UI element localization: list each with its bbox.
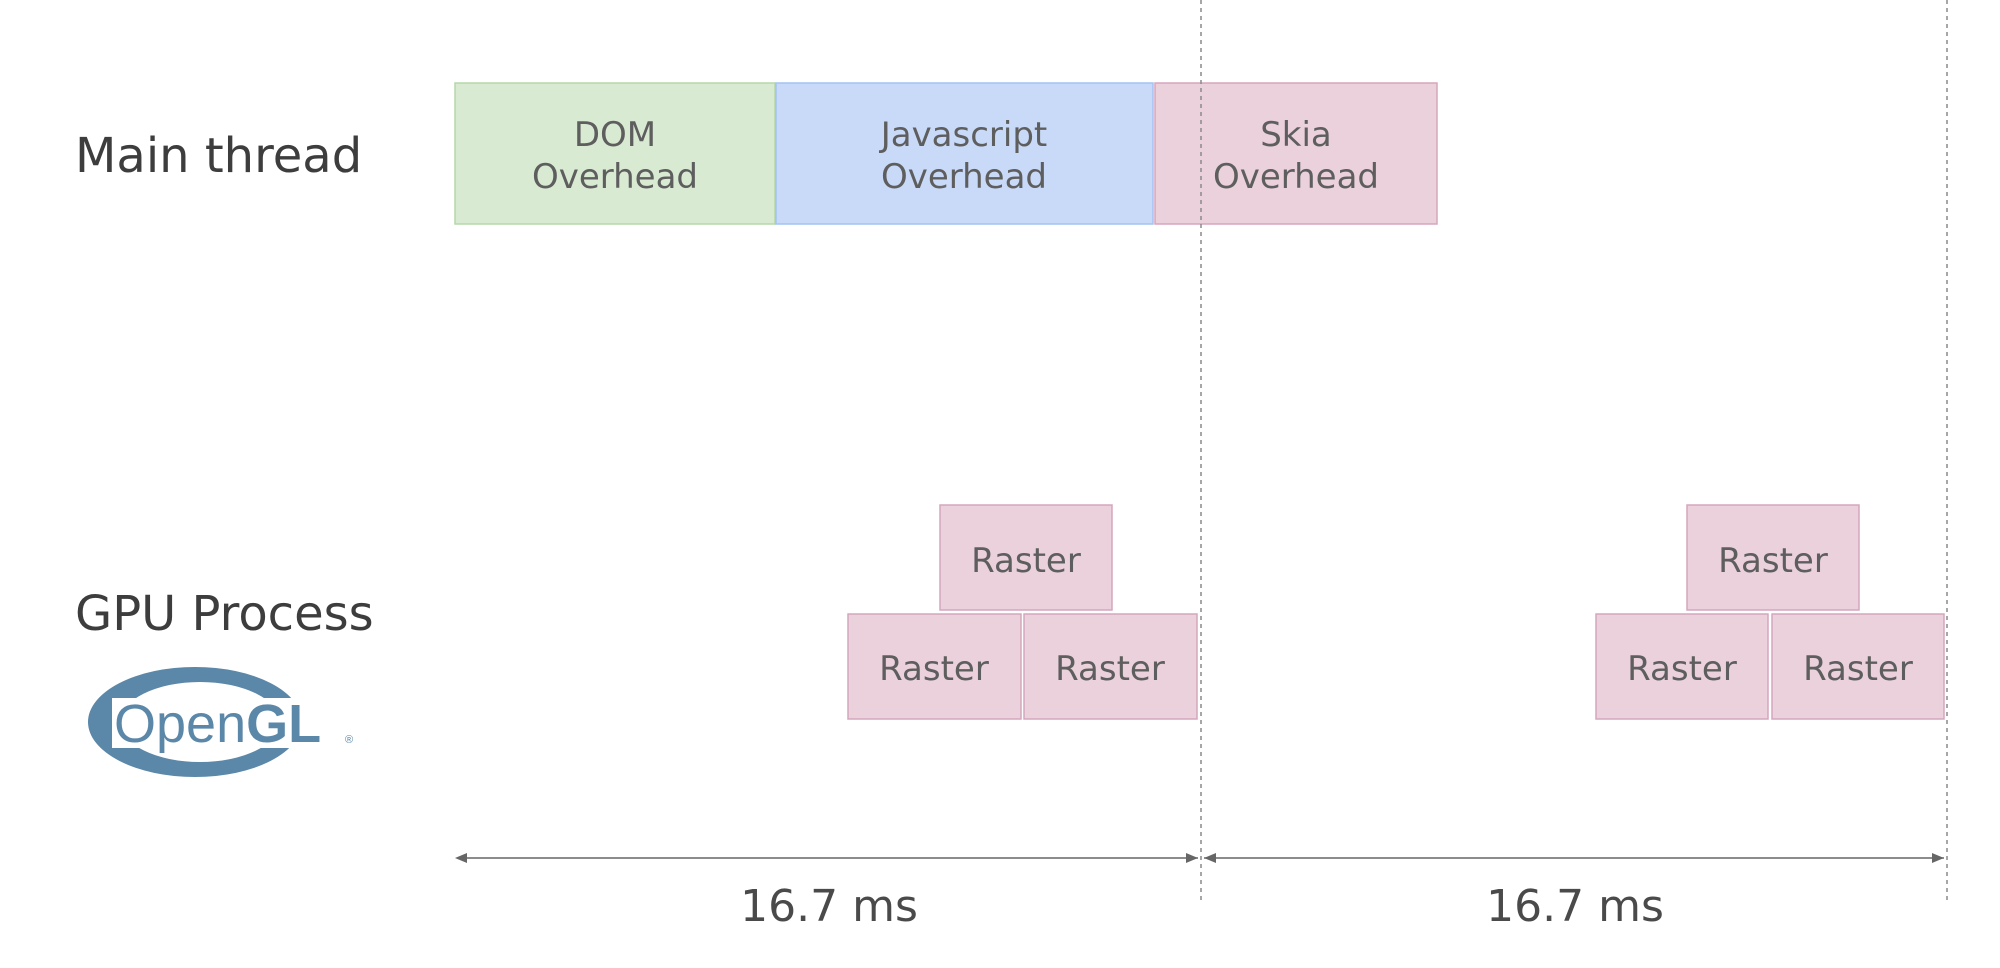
svg-text:Raster: Raster	[1803, 649, 1913, 689]
raster-tile: Raster	[1023, 613, 1198, 720]
opengl-logo-icon: OpenGL ®	[88, 667, 353, 777]
frame-2-duration-arrow	[1204, 853, 1944, 863]
svg-text:Skia: Skia	[1260, 115, 1332, 155]
svg-text:Raster: Raster	[1718, 541, 1828, 581]
frame-2-duration-label: 16.7 ms	[1486, 881, 1664, 932]
main-thread-track: DOM Overhead Javascript Overhead Skia Ov…	[454, 82, 1438, 225]
svg-text:Raster: Raster	[1627, 649, 1737, 689]
raster-tile: Raster	[1595, 613, 1769, 720]
raster-group-frame-1: Raster Raster Raster	[847, 504, 1198, 720]
svg-text:Javascript: Javascript	[879, 115, 1048, 155]
javascript-overhead-block: Javascript Overhead	[775, 82, 1154, 225]
raster-tile: Raster	[939, 504, 1113, 611]
svg-text:Raster: Raster	[971, 541, 1081, 581]
raster-tile: Raster	[847, 613, 1022, 720]
svg-text:Raster: Raster	[879, 649, 989, 689]
raster-group-frame-2: Raster Raster Raster	[1595, 504, 1945, 720]
svg-text:Overhead: Overhead	[881, 157, 1047, 197]
svg-text:DOM: DOM	[574, 115, 656, 155]
svg-text:Overhead: Overhead	[532, 157, 698, 197]
raster-tile: Raster	[1771, 613, 1945, 720]
main-thread-label: Main thread	[75, 128, 362, 184]
skia-overhead-block: Skia Overhead	[1154, 82, 1438, 225]
svg-text:Overhead: Overhead	[1213, 157, 1379, 197]
svg-text:OpenGL: OpenGL	[114, 694, 321, 754]
dom-overhead-block: DOM Overhead	[454, 82, 776, 225]
svg-text:Raster: Raster	[1055, 649, 1165, 689]
gpu-process-label: GPU Process	[75, 586, 374, 642]
frame-1-duration-label: 16.7 ms	[740, 881, 918, 932]
opengl-registered-mark: ®	[345, 734, 353, 746]
raster-tile: Raster	[1686, 504, 1860, 611]
opengl-logo-swoosh	[88, 667, 302, 777]
frame-1-duration-arrow	[455, 853, 1198, 863]
